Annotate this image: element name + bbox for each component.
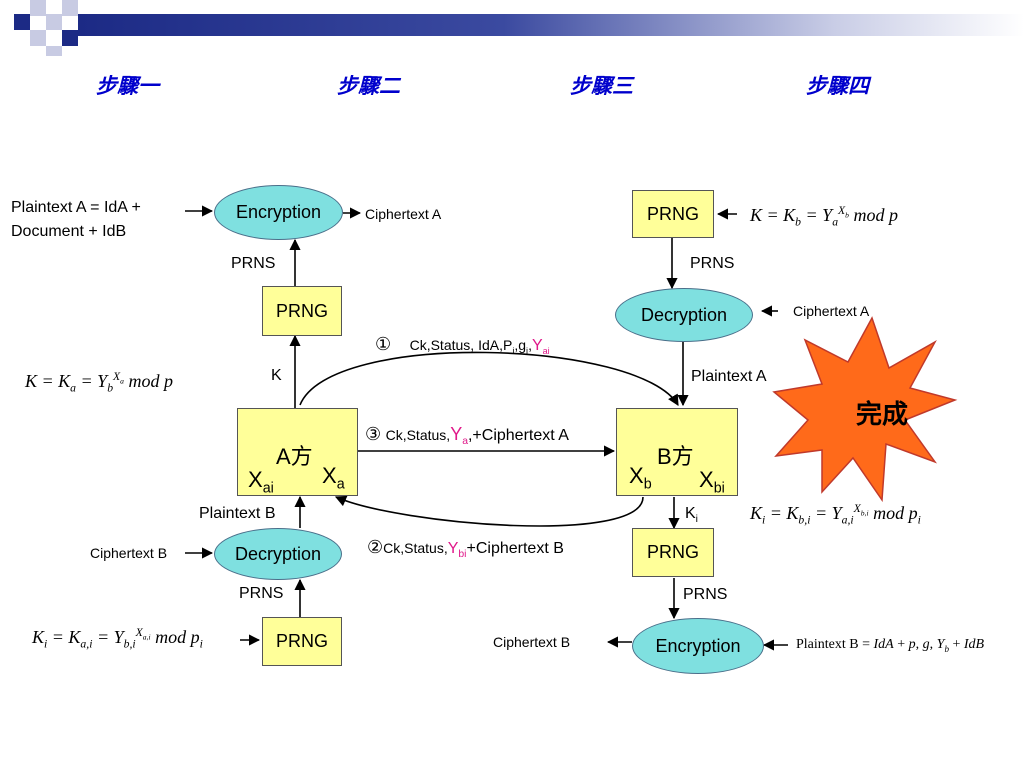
left-prng-bottom-label: PRNG — [275, 631, 328, 651]
left-prns-top: PRNS — [231, 255, 276, 272]
message-2: ②Ck,Status,Ybi+Ciphertext B — [367, 537, 564, 561]
right-plaintext-a: Plaintext A — [691, 368, 767, 385]
left-plaintext-a-line1: Plaintext A = IdA + — [11, 199, 141, 216]
party-b-box: B方 Xb Xbi — [616, 408, 738, 496]
left-ciphertext-b: Ciphertext B — [90, 545, 168, 561]
left-prns-bottom: PRNS — [239, 585, 284, 602]
done-starburst — [772, 316, 958, 503]
left-decryption-node: Decryption — [214, 528, 342, 580]
left-decryption-label: Decryption — [234, 543, 322, 564]
message-1: ① Ck,Status, IdA,Pi,gi,Yai — [375, 334, 550, 356]
right-prng-top-label: PRNG — [646, 203, 699, 224]
right-plaintext-b: Plaintext B = IdA + p, g, Yb + IdB — [796, 637, 985, 654]
step-4-heading: 步驟四 — [806, 73, 869, 98]
message-3: ③ Ck,Status,Ya,+Ciphertext A — [365, 424, 569, 448]
right-prns-top: PRNS — [690, 255, 735, 272]
party-a-xa: Xa — [322, 463, 345, 493]
right-ciphertext-a: Ciphertext A — [793, 303, 870, 319]
right-decryption-node: Decryption — [615, 288, 753, 342]
right-ciphertext-b: Ciphertext B — [493, 634, 571, 650]
party-a-xai: Xai — [248, 467, 274, 497]
left-prng-bottom: PRNG — [262, 617, 342, 666]
title-banner — [0, 0, 1024, 56]
party-b-xbi: Xbi — [699, 467, 725, 497]
step-2-heading: 步驟二 — [337, 73, 400, 98]
right-prng-bottom-label: PRNG — [646, 542, 699, 562]
left-prng-top: PRNG — [262, 286, 342, 336]
party-b-label: B方 — [657, 444, 694, 469]
left-encryption-label: Encryption — [235, 202, 322, 222]
right-encryption-label: Encryption — [655, 635, 741, 656]
done-label: 完成 — [856, 399, 909, 429]
left-k-label: K — [271, 367, 282, 384]
right-prns-bottom: PRNS — [683, 586, 728, 603]
step-1-heading: 步驟一 — [96, 73, 159, 98]
right-prng-top: PRNG — [632, 190, 714, 238]
left-plaintext-b: Plaintext B — [199, 505, 276, 522]
right-ki-label: Ki — [685, 505, 698, 526]
left-key-formula: K = Ka = YbXa mod p — [25, 370, 173, 395]
left-prng-top-label: PRNG — [275, 300, 328, 321]
left-plaintext-a-line2: Document + IdB — [11, 223, 127, 240]
left-encryption-node: Encryption — [214, 185, 343, 240]
left-ciphertext-a: Ciphertext A — [365, 206, 442, 222]
right-key-formula: K = Kb = YaXb mod p — [750, 204, 898, 229]
party-a-box: A方 Xai Xa — [237, 408, 358, 496]
right-encryption-node: Encryption — [632, 618, 764, 674]
party-a-label: A方 — [276, 444, 313, 469]
party-b-xb: Xb — [629, 463, 652, 493]
right-prng-bottom: PRNG — [632, 528, 714, 577]
right-key-formula-i: Ki = Kb,i = Ya,iXb,i mod pi — [750, 502, 921, 527]
right-decryption-label: Decryption — [640, 304, 728, 325]
step-3-heading: 步驟三 — [570, 73, 633, 98]
left-key-formula-i: Ki = Ka,i = Yb,iXa,i mod pi — [32, 626, 203, 651]
